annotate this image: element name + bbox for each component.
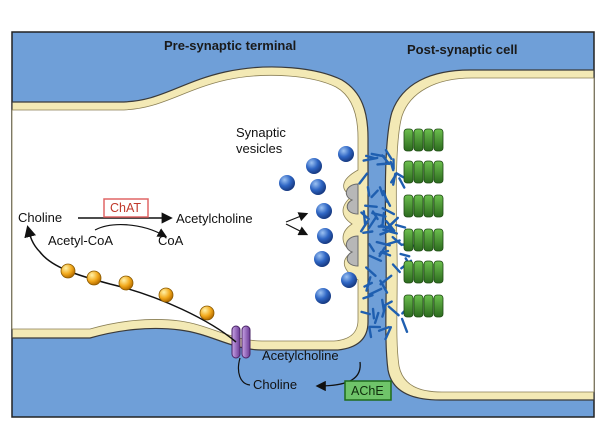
coa-label: CoA [158,233,184,248]
chat-label: ChAT [110,201,141,215]
vesicle [316,203,332,219]
presynaptic-title: Pre-synaptic terminal [164,38,296,53]
vesicle [315,288,331,304]
acetylcholine-top-label: Acetylcholine [176,211,253,226]
choline-bead [119,276,133,290]
choline-bead [87,271,101,285]
acetylcholine-molecule [369,328,371,337]
acetyl-coa-label: Acetyl-CoA [48,233,113,248]
presynaptic-cytoplasm [12,75,358,341]
acetylcholine-bottom-label: Acetylcholine [262,348,339,363]
vesicle [314,251,330,267]
acetylcholine-molecule [373,309,374,318]
vesicle [306,158,322,174]
vesicle [310,179,326,195]
choline-bead [200,306,214,320]
postsynaptic-title: Post-synaptic cell [407,42,518,57]
choline-bead [61,264,75,278]
choline-bead [159,288,173,302]
choline-top-label: Choline [18,210,62,225]
acetylcholine-molecule [378,164,389,165]
acetylcholine-molecule [364,211,365,225]
vesicle [341,272,357,288]
acetylcholine-molecule [368,187,369,195]
ache-label: AChE [351,384,384,398]
vesicle [279,175,295,191]
synaptic-vesicles-label-line2: vesicles [236,141,283,156]
vesicle [338,146,354,162]
acetylcholine-molecule [363,232,372,233]
acetylcholine-molecule [365,206,377,207]
choline-bottom-label: Choline [253,377,297,392]
synaptic-vesicles-label-line1: Synaptic [236,125,286,140]
acetylcholine-molecule [382,213,384,226]
vesicle [317,228,333,244]
